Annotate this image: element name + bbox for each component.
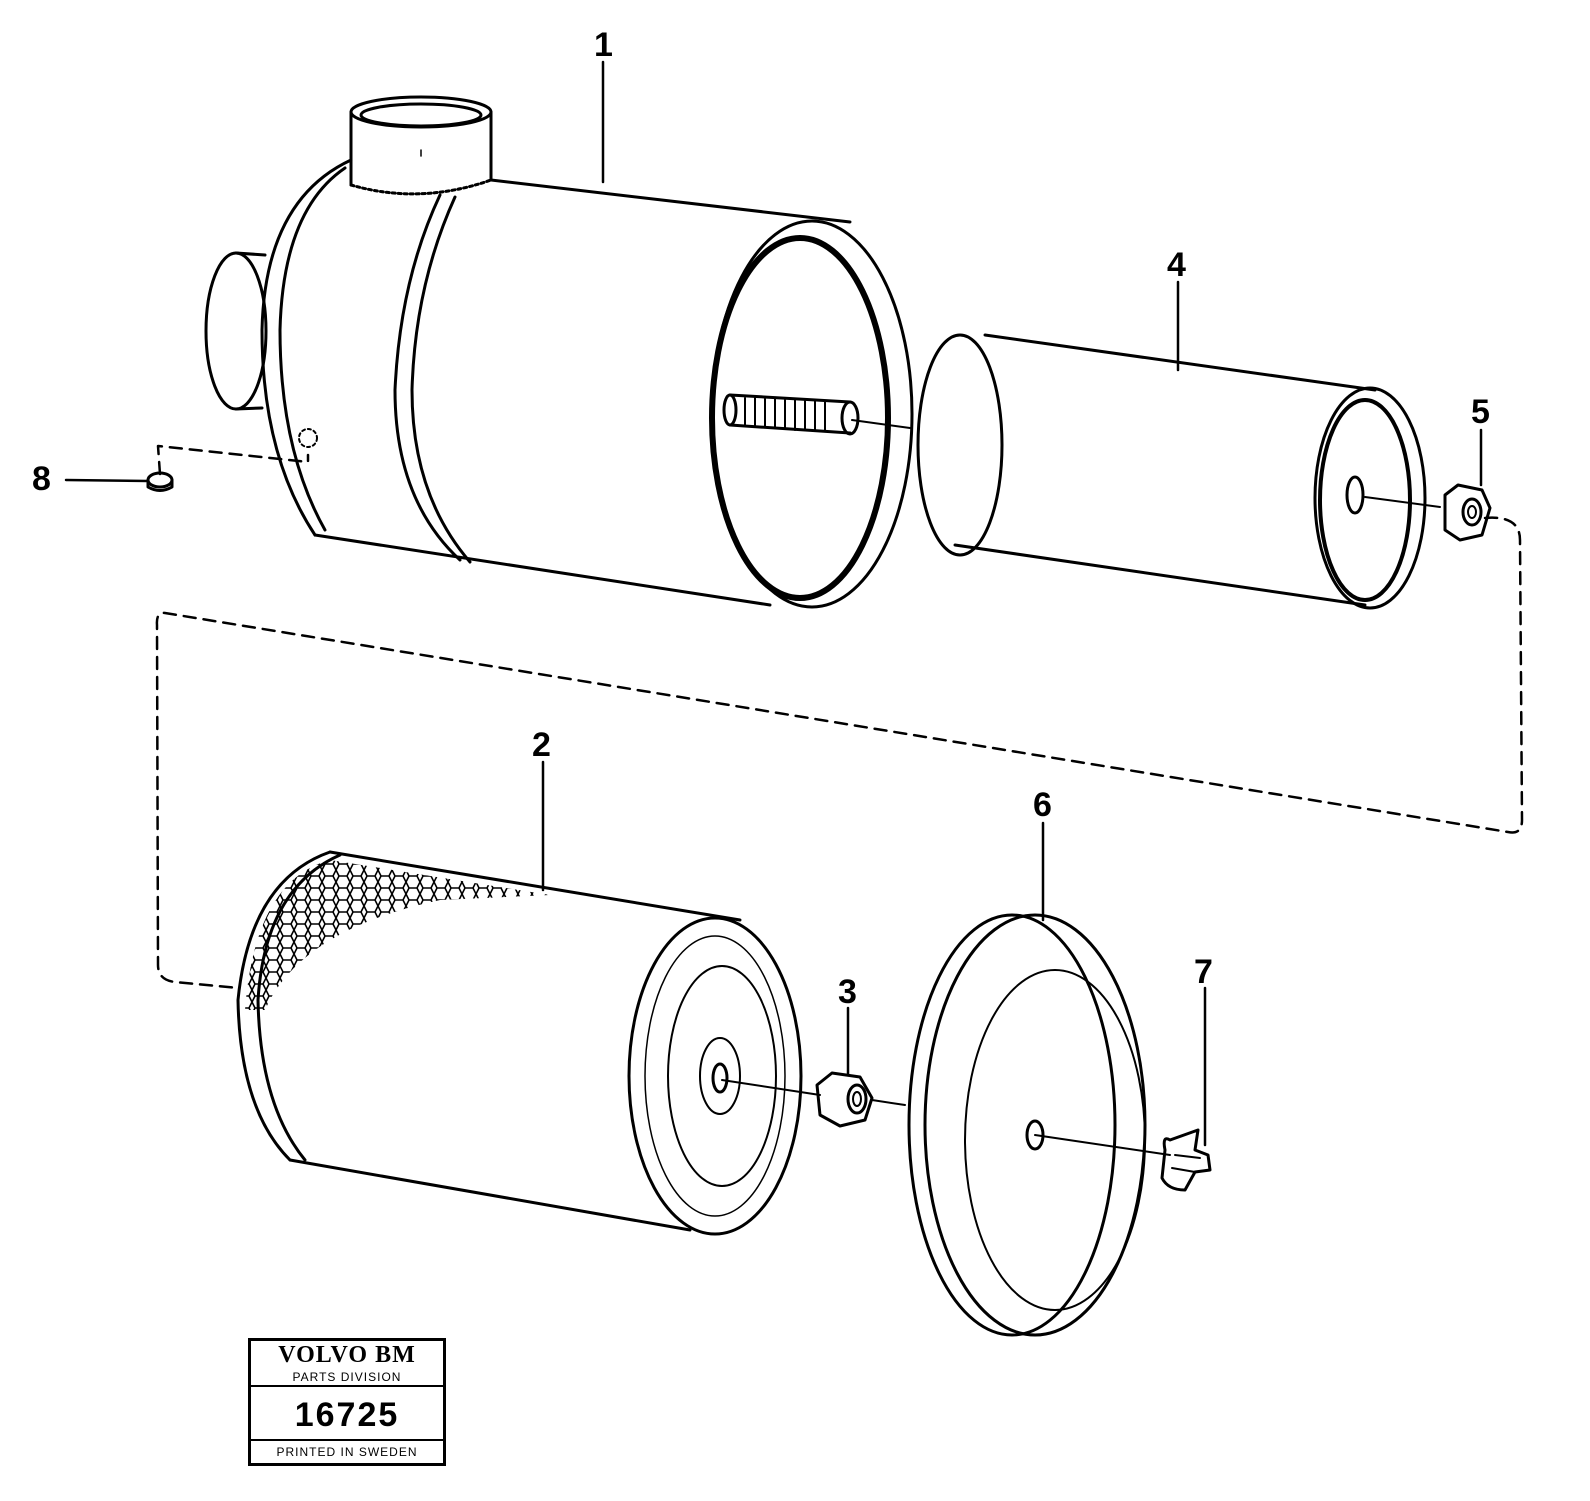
assembly-lines: [155, 444, 1524, 990]
inner-filter-element: [851, 333, 1441, 610]
parts-division-stamp: VOLVO BM PARTS DIVISION 16725 PRINTED IN…: [248, 1338, 446, 1466]
nut-3: [815, 1071, 906, 1128]
callout-8: 8: [32, 460, 51, 498]
stamp-number: 16725: [294, 1396, 400, 1434]
leader-lines: [64, 60, 1483, 1147]
main-filter-element: [236, 850, 821, 1236]
air-filter-housing: [204, 95, 914, 609]
stamp-printed: PRINTED IN SWEDEN: [251, 1439, 443, 1463]
callout-1: 1: [594, 26, 613, 64]
nut-5: [1443, 483, 1492, 542]
callout-5: 5: [1471, 393, 1490, 431]
plug-8: [146, 471, 174, 492]
callout-3: 3: [838, 973, 857, 1011]
wing-nut-7: [1160, 1128, 1212, 1192]
stamp-brand: VOLVO BM: [278, 1342, 416, 1368]
callout-2: 2: [532, 726, 551, 764]
callout-6: 6: [1033, 786, 1052, 824]
cover-6: [907, 913, 1171, 1337]
stamp-division: PARTS DIVISION: [251, 1369, 443, 1387]
callout-7: 7: [1194, 953, 1213, 991]
callout-4: 4: [1167, 246, 1186, 284]
